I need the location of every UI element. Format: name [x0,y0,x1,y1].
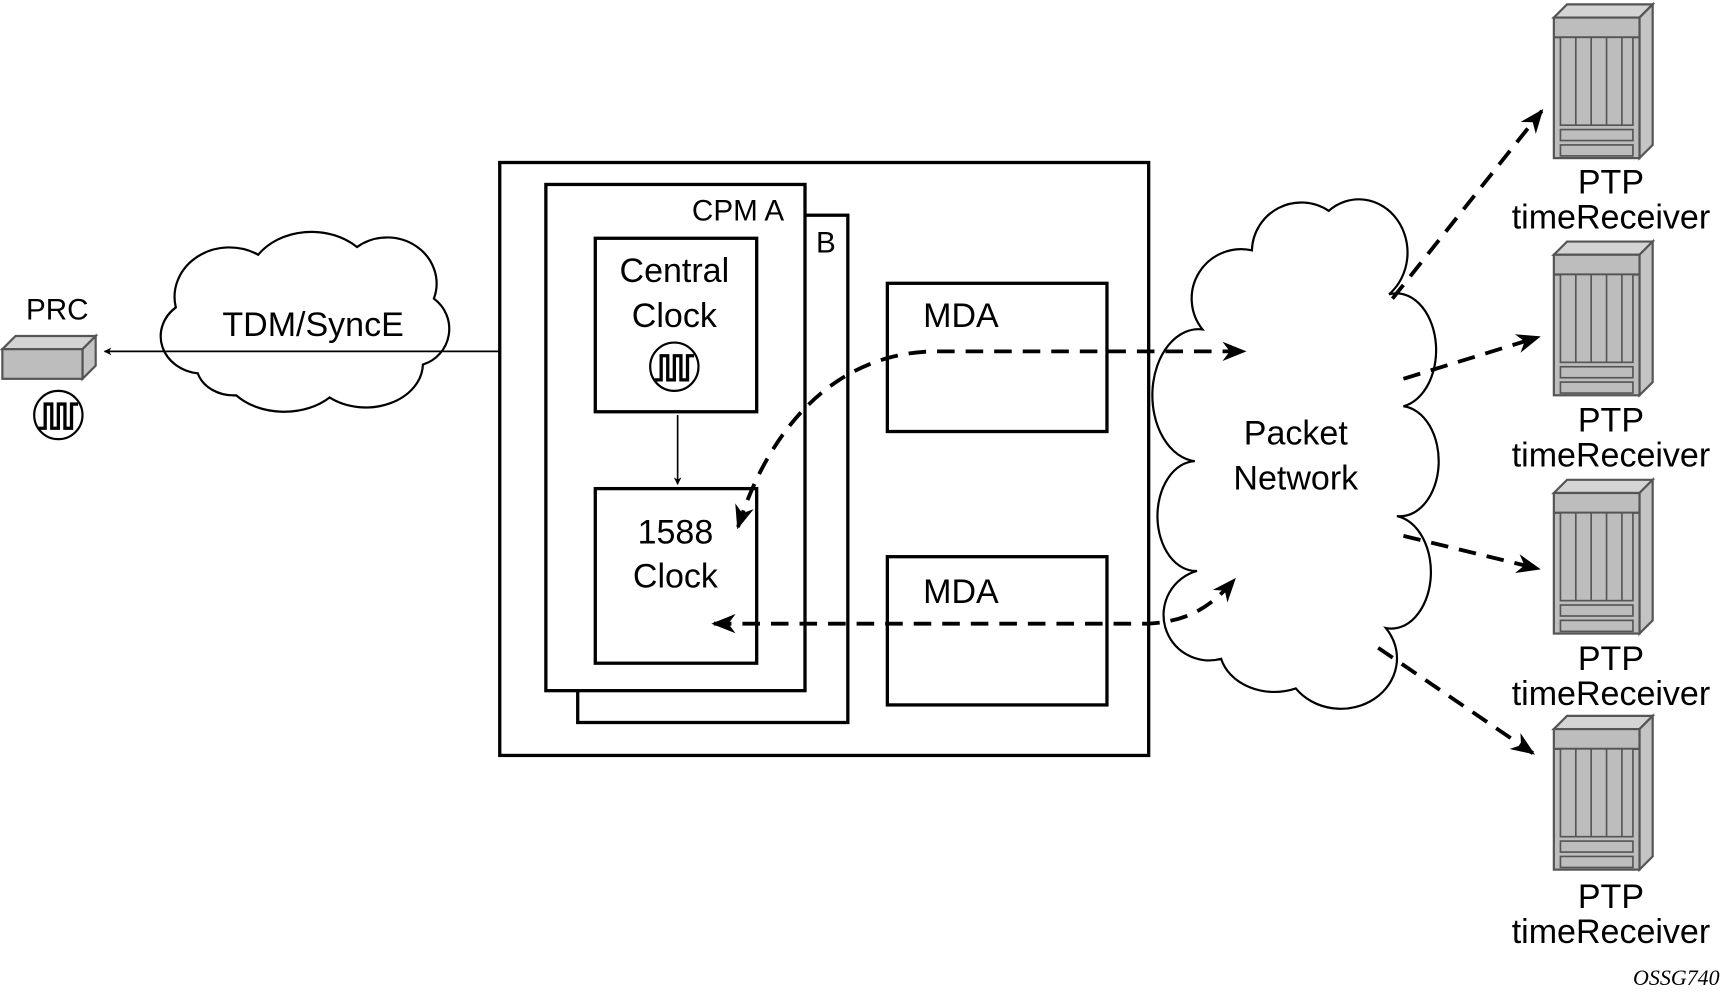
clock-1588-line2: Clock [633,557,719,595]
ptp-flow-bottom-arrow [711,577,1236,634]
server-icon [1552,3,1654,160]
packet-network-cloud [1151,198,1440,710]
central-clock-line2: Clock [632,297,718,335]
packet-network-line2: Network [1233,460,1359,498]
prc-clock-icon [32,389,85,441]
receiver-1-line1: PTP [1578,163,1644,201]
receiver-1-line2: timeReceiver [1512,198,1710,236]
clock-1588-box [593,486,759,665]
tdm-synce-cloud [159,230,451,413]
figure-id: OSSG740 [1633,965,1720,990]
ptp-arrow-receiver-4 [1377,646,1535,755]
receiver-2-line1: PTP [1578,402,1644,440]
prc-label: PRC [26,294,89,327]
server-icon [1552,714,1654,871]
central-clock-icon [648,340,701,393]
prc-device-icon [0,333,99,382]
server-icon [1552,478,1654,635]
cpm-b-label: B [816,227,836,260]
receiver-4-line2: timeReceiver [1512,913,1710,951]
ptp-arrow-receiver-1 [1390,109,1544,300]
receiver-4-line1: PTP [1578,878,1644,916]
central-clock-line1: Central [620,252,730,290]
ptp-arrow-receiver-2 [1402,334,1541,381]
receiver-3-line1: PTP [1578,640,1644,678]
mda-bottom-label: MDA [923,573,999,611]
server-icon [1552,240,1654,397]
tdm-synce-label: TDM/SyncE [222,306,403,344]
mda-top-label: MDA [923,297,999,335]
receiver-3-line2: timeReceiver [1512,675,1710,713]
receiver-2-line2: timeReceiver [1512,437,1710,475]
packet-network-line1: Packet [1244,415,1349,453]
cpm-a-label: CPM A [692,195,784,228]
clock-1588-line1: 1588 [638,514,714,552]
ptp-flow-top-arrow [735,341,1247,530]
ptp-arrow-receiver-3 [1402,533,1541,574]
